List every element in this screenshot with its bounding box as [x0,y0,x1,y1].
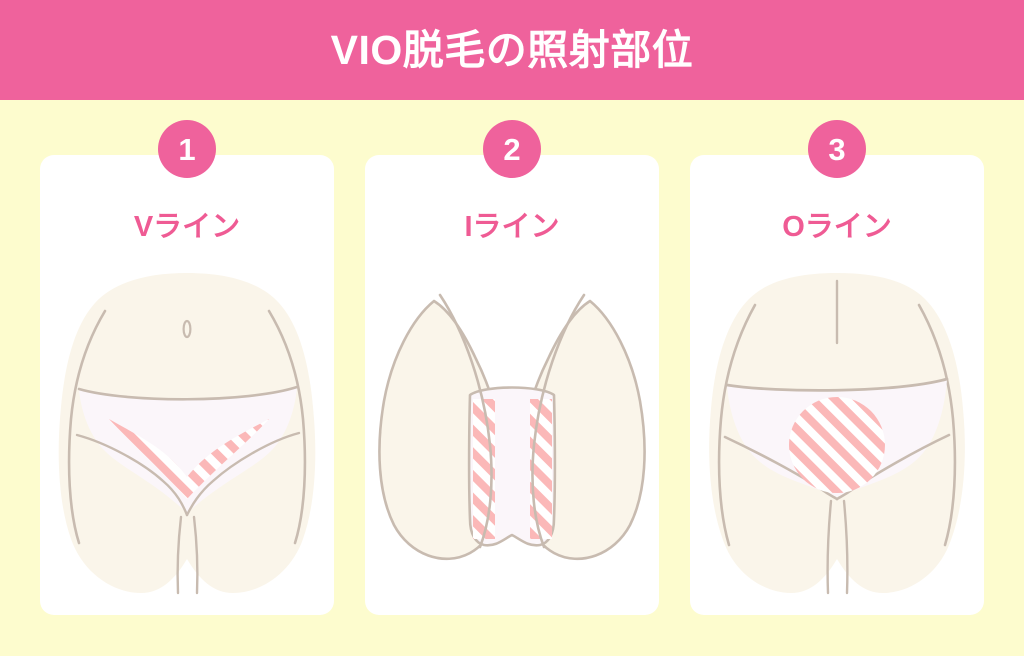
card-row: 1 Vライン [40,120,984,615]
underwear [75,385,301,517]
badge-number-3: 3 [808,120,866,178]
card-v-line[interactable]: 1 Vライン [40,120,334,615]
highlight-hatch-o-zone [789,397,885,493]
inner-thigh-lines [826,499,849,595]
card-o-line[interactable]: 3 Oライン [690,120,984,615]
header-bar: VIO脱毛の照射部位 [0,0,1024,100]
card-label-o-line: Oライン [782,211,892,243]
inner-thigh-lines [176,515,199,595]
navel-mark [182,319,192,339]
card-i-line[interactable]: 2 Iライン [365,120,659,615]
card-label-v-line: Vライン [133,211,241,243]
badge-number-1: 1 [158,120,216,178]
illustration-bottom-view-i-line [372,267,652,597]
illustration-front-view-v-line [47,267,327,597]
badge-number-2: 2 [483,120,541,178]
card-label-i-line: Iライン [464,211,560,243]
page-title: VIO脱毛の照射部位 [330,26,694,73]
inner-leg-contours [438,293,586,549]
illustration-rear-view-o-line [697,267,977,597]
